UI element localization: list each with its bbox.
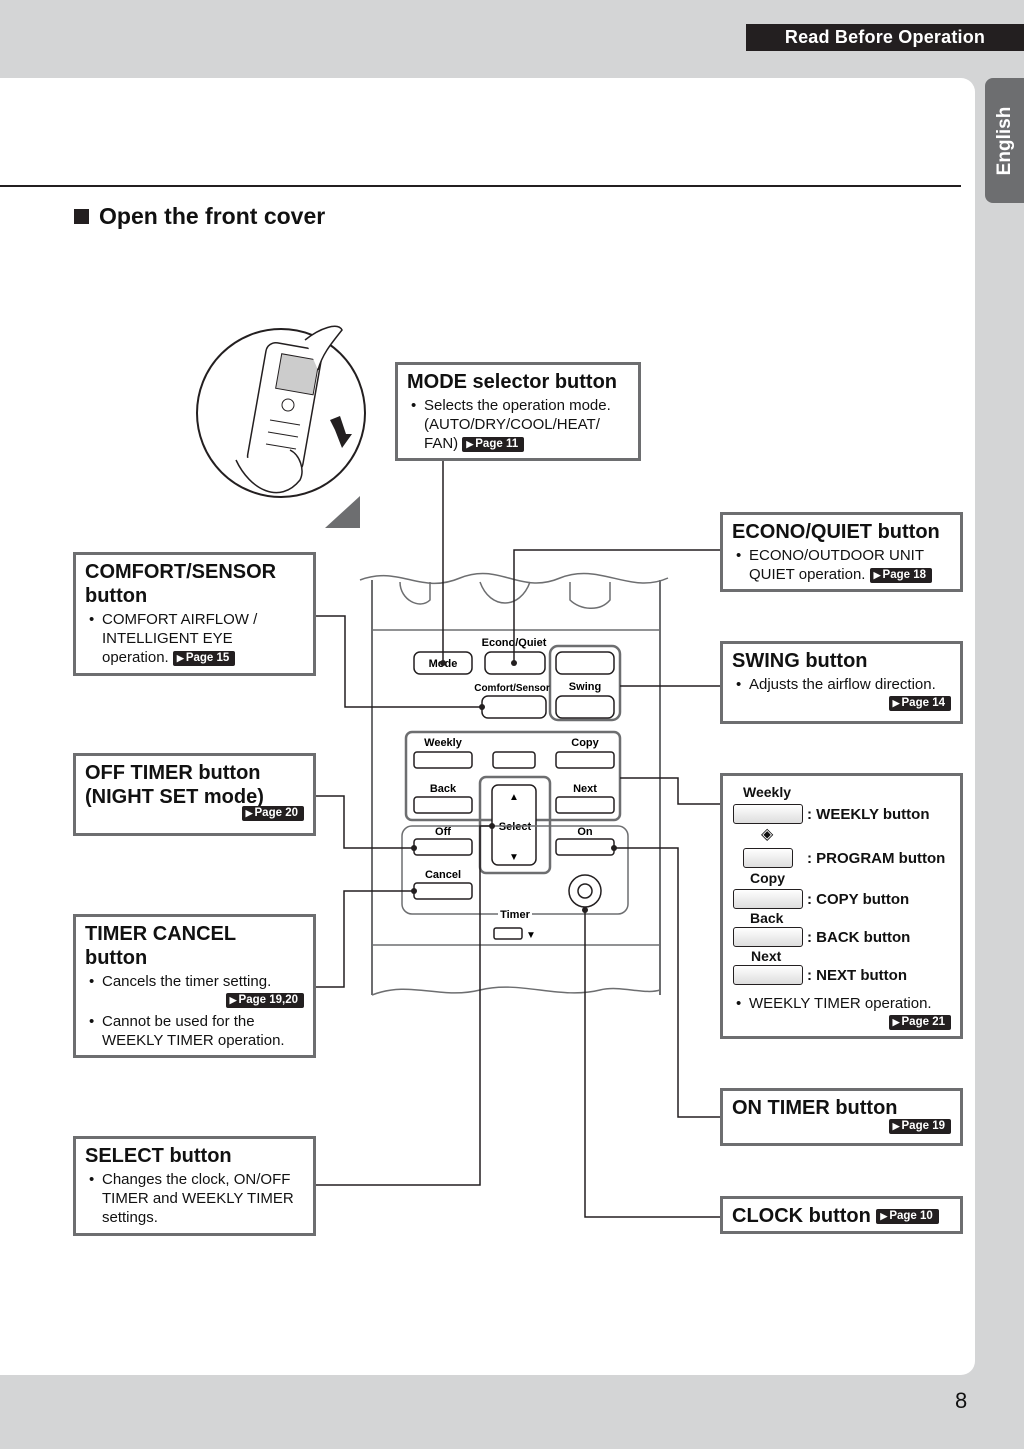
select-callout: SELECT button Changes the clock, ON/OFF …	[73, 1136, 316, 1236]
connector-lines	[315, 461, 720, 1218]
on-timer-callout: ON TIMER button Page 19	[720, 1088, 963, 1146]
select-title: SELECT button	[85, 1145, 232, 1167]
program-desc: : PROGRAM button	[807, 849, 946, 867]
remote-off-label: Off	[435, 826, 451, 838]
remote-comfort-label: Comfort/Sensor	[474, 683, 550, 694]
swing-callout-text: Adjusts the airflow direction.	[736, 675, 951, 694]
weekly-desc: : WEEKLY button	[807, 805, 930, 823]
back-desc: : BACK button	[807, 928, 911, 946]
language-tab[interactable]: English	[985, 78, 1024, 203]
econo-page-ref: Page 18	[869, 567, 933, 583]
remote-body: Mode Econo/Quiet Swing Comfort/Sensor We…	[359, 572, 669, 996]
remote-on-label: On	[577, 826, 593, 838]
swing-callout: SWING button Adjusts the airflow directi…	[720, 641, 963, 724]
on-timer-page-ref: Page 19	[888, 1119, 951, 1135]
mode-callout: MODE selector button Selects the operati…	[395, 362, 641, 461]
copy-label: Copy	[750, 870, 785, 886]
econo-callout-text: ECONO/OUTDOOR UNIT QUIET operation.	[749, 547, 924, 583]
remote-swing-label: Swing	[569, 681, 601, 693]
weekly-callout: Weekly : WEEKLY button ◈ : PROGRAM butto…	[720, 773, 963, 1039]
remote-cancel-label: Cancel	[425, 869, 461, 881]
econo-callout-title: ECONO/QUIET button	[732, 521, 940, 543]
remote-copy-label: Copy	[571, 737, 599, 749]
comfort-callout-text: COMFORT AIRFLOW / INTELLIGENT EYE operat…	[102, 611, 258, 666]
timer-cancel-page-ref: Page 19,20	[225, 993, 304, 1009]
swing-callout-title: SWING button	[732, 650, 868, 672]
copy-button-icon	[733, 889, 803, 909]
timer-cancel-text-2: Cannot be used for the WEEKLY TIMER oper…	[89, 1012, 304, 1050]
timer-cancel-title: TIMER CANCEL button	[85, 923, 236, 969]
timer-cancel-text-1: Cancels the timer setting.	[89, 972, 304, 991]
off-timer-title-1: OFF TIMER button	[85, 762, 261, 784]
square-bullet-icon	[74, 209, 89, 224]
copy-desc: : COPY button	[807, 890, 910, 908]
mode-callout-text: Selects the operation mode. (AUTO/DRY/CO…	[424, 397, 611, 452]
comfort-callout-title: COMFORT/SENSOR button	[85, 561, 277, 607]
off-timer-callout: OFF TIMER button (NIGHT SET mode) Page 2…	[73, 753, 316, 836]
remote-next-label: Next	[573, 783, 597, 795]
header-rule	[0, 185, 961, 187]
clock-callout: CLOCK button Page 10	[720, 1196, 963, 1234]
back-label: Back	[750, 910, 784, 926]
next-desc: : NEXT button	[807, 966, 907, 984]
remote-timer-label: Timer	[500, 909, 530, 921]
off-timer-title-2: (NIGHT SET mode)	[85, 786, 264, 808]
svg-text:▲: ▲	[509, 792, 519, 803]
section-title: Open the front cover	[74, 203, 325, 230]
mode-page-ref: Page 11	[462, 436, 525, 452]
comfort-page-ref: Page 15	[172, 650, 236, 666]
weekly-callout-text: WEEKLY TIMER operation.	[736, 994, 932, 1013]
next-label: Next	[751, 948, 782, 964]
hand-illustration	[196, 325, 366, 528]
swing-page-ref: Page 14	[888, 696, 951, 712]
program-button-icon	[743, 848, 793, 868]
next-button-icon	[733, 965, 803, 985]
back-button-icon	[733, 927, 803, 947]
remote-back-label: Back	[430, 783, 457, 795]
page-number: 8	[955, 1388, 968, 1413]
off-timer-page-ref: Page 20	[241, 806, 304, 822]
remote-weekly-label: Weekly	[424, 737, 463, 749]
weekly-label: Weekly	[743, 784, 791, 800]
program-icon: ◈	[761, 826, 774, 843]
econo-callout: ECONO/QUIET button ECONO/OUTDOOR UNIT QU…	[720, 512, 963, 592]
comfort-callout: COMFORT/SENSOR button COMFORT AIRFLOW / …	[73, 552, 316, 676]
clock-title: CLOCK button	[732, 1205, 871, 1227]
clock-page-ref: Page 10	[876, 1209, 939, 1225]
weekly-page-ref: Page 21	[888, 1015, 951, 1031]
svg-text:▼: ▼	[526, 930, 536, 941]
header-title: Read Before Operation	[746, 24, 1024, 51]
select-callout-text: Changes the clock, ON/OFF TIMER and WEEK…	[89, 1170, 304, 1227]
mode-callout-title: MODE selector button	[407, 371, 618, 393]
timer-cancel-callout: TIMER CANCEL button Cancels the timer se…	[73, 914, 316, 1058]
section-title-text: Open the front cover	[99, 203, 326, 229]
svg-text:▼: ▼	[509, 852, 519, 863]
on-timer-title: ON TIMER button	[732, 1097, 898, 1119]
remote-select-label: Select	[499, 821, 532, 833]
weekly-button-icon	[733, 804, 803, 824]
